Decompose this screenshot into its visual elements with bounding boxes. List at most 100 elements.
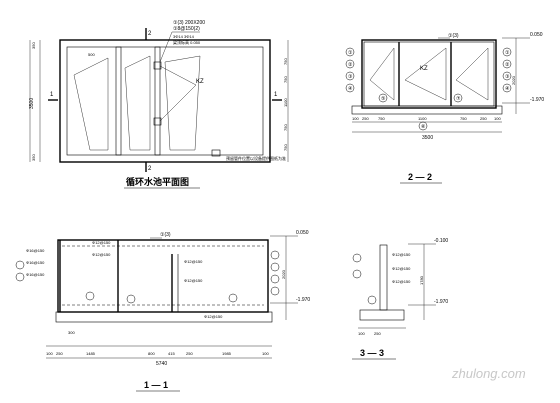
marker-circle — [345, 83, 355, 93]
sec33-rebar: Φ12@150 — [392, 279, 411, 284]
plan-dim: 3500 — [29, 98, 35, 109]
sec33-rebar: Φ12@150 — [392, 252, 411, 257]
sec22-dim: 250 — [362, 116, 369, 121]
plan-note: 预留管件位置以设备提供图纸为准 — [226, 155, 286, 161]
marker-label: ⑥ — [421, 124, 426, 130]
section-3-3: Φ12@150 Φ12@150 Φ12@150 -0.100 -1.970 17… — [352, 238, 448, 360]
sec22-dim: 750 — [460, 116, 467, 121]
plan-dim: 350 — [31, 154, 36, 161]
sec22-dim: 100 — [494, 116, 501, 121]
plan-dim: 750 — [283, 124, 288, 131]
sec22-dim: 100 — [352, 116, 359, 121]
sec22-slope — [369, 47, 395, 101]
sec22-slope — [455, 47, 489, 101]
marker-circle — [270, 262, 280, 272]
plan-slope-3 — [164, 55, 201, 151]
marker-circle — [270, 250, 280, 260]
marker-circle — [15, 260, 25, 270]
sec11-elev-top: 0.050 — [296, 230, 309, 236]
plan-title: 循环水池平面图 — [126, 176, 189, 187]
plan-dim: 750 — [283, 144, 288, 151]
sec22-kz-label: KZ — [420, 66, 428, 72]
plan-cut-label: 2 — [148, 166, 152, 172]
sec33-rebar: Φ12@150 — [392, 266, 411, 271]
sec11-callout: ①(3) — [160, 232, 171, 238]
sec11-dim: 250 — [186, 351, 193, 356]
marker-label: ④ — [505, 86, 510, 92]
marker-circle — [367, 295, 377, 305]
sec33-elev-top: -0.100 — [434, 238, 448, 244]
marker-circle — [270, 286, 280, 296]
section-2-2: KZ ①(3) ① ② ③ ④ ① ② ③ ④ ⑤ ⑥ ⑦ — [345, 32, 544, 184]
plan-dim: 750 — [283, 58, 288, 65]
sec11-rebar: Φ12@150 — [204, 314, 223, 319]
plan-cut-label: 2 — [148, 31, 152, 37]
marker-label: ② — [348, 62, 353, 68]
marker-circle — [502, 47, 512, 57]
sec11-outer — [57, 239, 269, 313]
marker-circle — [502, 71, 512, 81]
sec22-slope — [404, 47, 447, 101]
sec11-dim: 800 — [148, 351, 155, 356]
marker-circle — [453, 93, 463, 103]
marker-circle — [502, 59, 512, 69]
plan-partition-2 — [154, 46, 161, 156]
sec22-dim: 750 — [378, 116, 385, 121]
marker-circle — [126, 294, 136, 304]
marker-circle — [15, 272, 25, 282]
sec11-title: 1 — 1 — [144, 380, 168, 390]
plan-callout: ①(3) 200X200 — [173, 20, 205, 26]
plan-column-1 — [153, 61, 162, 70]
sec11-dim: 415 — [168, 351, 175, 356]
sec33-dim-height: 1780 — [419, 275, 424, 285]
sec22-elev-top: 0.050 — [530, 32, 543, 38]
plan-dim: 750 — [283, 76, 288, 83]
sec11-rebar: Φ12@150 — [184, 278, 203, 283]
marker-circle — [345, 47, 355, 57]
sec22-title: 2 — 2 — [408, 172, 432, 182]
marker-circle — [352, 269, 362, 279]
sec22-callout: ①(3) — [448, 33, 459, 39]
sec11-rebar: Φ12@150 — [184, 259, 203, 264]
marker-circle — [352, 253, 362, 263]
marker-circle — [345, 59, 355, 69]
marker-circle — [345, 71, 355, 81]
plan-dim: 1100 — [283, 98, 288, 107]
plan-partition-1 — [115, 46, 122, 156]
sec22-dim: 250 — [480, 116, 487, 121]
kz-leader — [159, 65, 197, 86]
sec11-rebar: Φ12@150 — [92, 252, 111, 257]
sec11-dim: 100 — [46, 351, 53, 356]
sec11-dim-height: 2020 — [281, 269, 286, 279]
marker-label: ① — [348, 50, 353, 56]
sec11-dim: 100 — [262, 351, 269, 356]
plan-slope-2 — [124, 55, 151, 151]
sec11-dim: 1985 — [222, 351, 232, 356]
watermark-text: zhulong.com — [451, 366, 526, 381]
sec33-wall — [379, 244, 388, 311]
plan-column-2 — [153, 117, 162, 126]
marker-circle — [502, 83, 512, 93]
sec11-rebar: Φ12@150 — [92, 240, 111, 245]
marker-label: ② — [505, 62, 510, 68]
marker-label: ⑤ — [381, 96, 386, 102]
marker-label: ③ — [348, 74, 353, 80]
callout-leader — [159, 31, 173, 63]
sec33-base-slab — [359, 309, 405, 321]
plan-view: 2 2 1 1 ①(3) 200X200 ①8@150(2) 3Φ14 3Φ14… — [29, 20, 289, 189]
sec22-total: 3500 — [422, 135, 433, 141]
plan-callout: ①8@150(2) — [173, 26, 200, 32]
marker-label: ④ — [348, 86, 353, 92]
sec11-rebar: Φ16@150 — [26, 260, 45, 265]
plan-slope-1 — [73, 57, 109, 151]
sec11-dim: 250 — [56, 351, 63, 356]
plan-dim: 350 — [31, 42, 36, 49]
sec11-elev-bottom: -1.970 — [296, 297, 310, 303]
plan-kz-label: KZ — [196, 79, 204, 85]
sec22-dim: 1100 — [418, 116, 427, 121]
marker-circle — [270, 274, 280, 284]
sec22-elev-bottom: -1.970 — [530, 97, 544, 103]
plan-callout: 梁顶标高 0.050 — [173, 39, 201, 45]
